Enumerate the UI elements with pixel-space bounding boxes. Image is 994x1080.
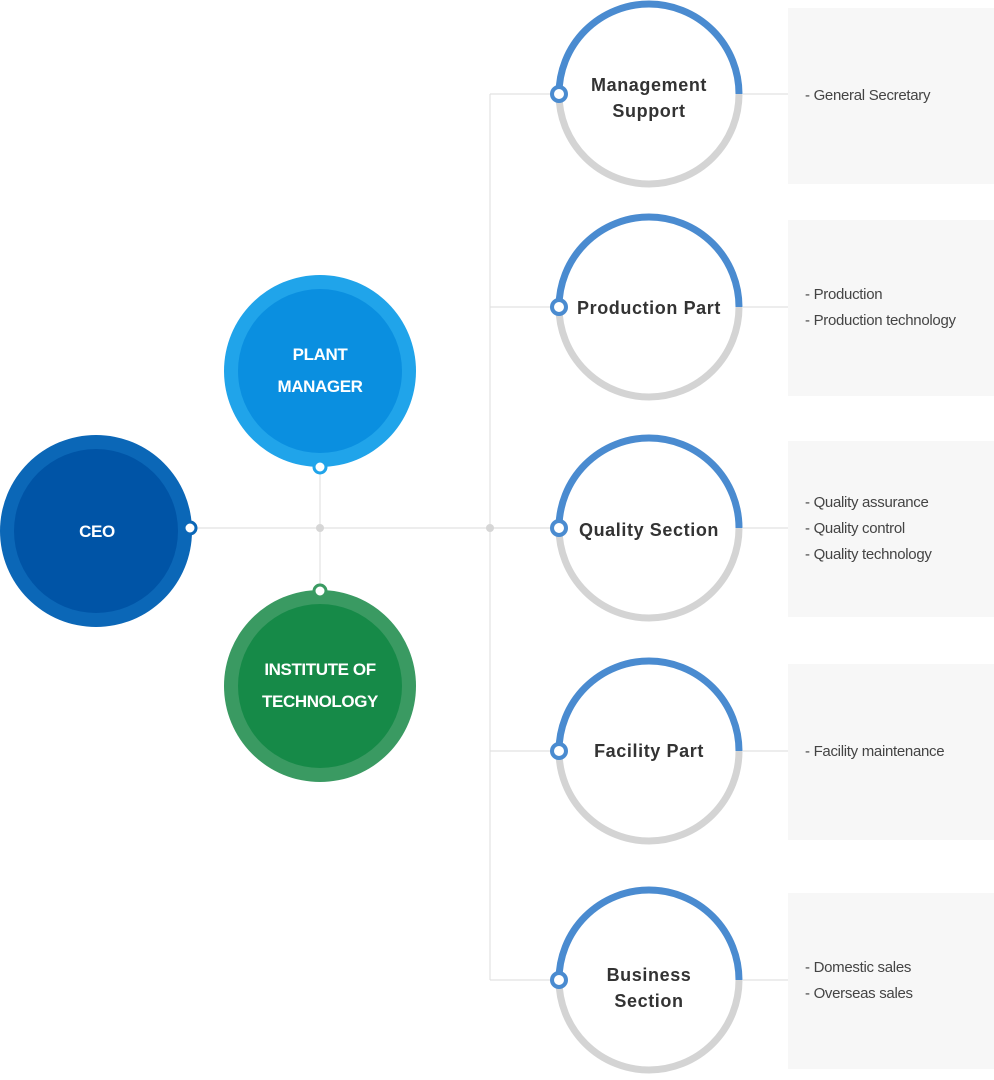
detail-item: - Quality control (805, 520, 905, 537)
ceo-connector-dot (182, 520, 198, 536)
institute-connector-dot (312, 583, 328, 599)
detail-item: - Production (805, 286, 883, 303)
detail-box-production-part: - Production - Production technology (788, 220, 994, 396)
dept-label-line1: Facility Part (594, 741, 704, 761)
detail-box-management-support: - General Secretary (788, 8, 994, 184)
dept-ring-bg-production-part (555, 213, 743, 401)
dept-ring-bg-management-support (555, 0, 743, 188)
dept-ring-bg-facility-part (555, 657, 743, 845)
institute-circle (238, 604, 402, 768)
dept-ring-top-business-section (555, 886, 743, 981)
plant-manager-label[interactable]: PLANT MANAGER (242, 290, 398, 452)
detail-item: - Quality technology (805, 546, 932, 563)
dept-label-business-section[interactable]: Business Section (560, 942, 738, 1034)
ceo-label-line1: CEO (79, 522, 115, 541)
ceo-label[interactable]: CEO (20, 452, 174, 612)
dept-label-facility-part[interactable]: Facility Part (560, 707, 738, 795)
department-nodes (550, 0, 743, 1074)
detail-item: - Production technology (805, 312, 956, 329)
plant-manager-label-line2: MANAGER (277, 377, 363, 396)
dept-label-management-support[interactable]: Management Support (560, 52, 738, 144)
dept-ring-bottom-quality-section (555, 527, 743, 622)
institute-label-line2: TECHNOLOGY (262, 692, 378, 711)
dept-label-line1: Management (590, 75, 708, 95)
institute-label-line1: INSTITUTE OF (264, 660, 376, 679)
detail-item: - Domestic sales (805, 959, 912, 976)
dept-connector-dot-business-section (550, 971, 568, 989)
dept-ring-bg-quality-section (555, 434, 743, 622)
dept-label-line1: Business (606, 965, 692, 985)
detail-item: - Facility maintenance (805, 743, 945, 760)
dept-ring-bottom-facility-part (555, 750, 743, 845)
dept-connector-dot-production-part (550, 298, 568, 316)
executive-nodes (0, 275, 416, 782)
detail-box-quality-section: - Quality assurance - Quality control - … (788, 441, 994, 617)
junction-dot (486, 524, 494, 532)
dept-ring-bottom-management-support (555, 93, 743, 188)
dept-label-production-part[interactable]: Production Part (560, 264, 738, 352)
detail-item: - Quality assurance (805, 494, 929, 511)
junction-dot (316, 524, 324, 532)
dept-ring-top-production-part (555, 213, 743, 308)
dept-label-quality-section[interactable]: Quality Section (560, 486, 738, 574)
dept-ring-top-management-support (555, 0, 743, 95)
dept-connector-dot-management-support (550, 85, 568, 103)
ceo-circle (14, 449, 178, 613)
dept-ring-top-quality-section (555, 434, 743, 529)
detail-box-facility-part: - Facility maintenance (788, 664, 994, 840)
plant-manager-label-line1: PLANT (292, 345, 348, 364)
dept-label-line2: Support (612, 101, 686, 121)
dept-ring-bottom-business-section (555, 979, 743, 1074)
detail-item: - Overseas sales (805, 985, 913, 1002)
plant-manager-connector-dot (312, 459, 328, 475)
dept-ring-bottom-production-part (555, 306, 743, 401)
dept-label-line1: Quality Section (578, 520, 720, 540)
detail-box-business-section: - Domestic sales - Overseas sales (788, 893, 994, 1069)
dept-connector-dot-facility-part (550, 742, 568, 760)
dept-ring-top-facility-part (555, 657, 743, 752)
institute-label[interactable]: INSTITUTE OF TECHNOLOGY (236, 610, 404, 762)
dept-label-line1: Production Part (576, 298, 721, 318)
dept-ring-bg-business-section (555, 886, 743, 1074)
detail-item: - General Secretary (805, 87, 931, 104)
connector-lines (190, 93, 788, 981)
dept-connector-dot-quality-section (550, 519, 568, 537)
dept-label-line2: Section (614, 991, 684, 1011)
plant-manager-circle (238, 289, 402, 453)
